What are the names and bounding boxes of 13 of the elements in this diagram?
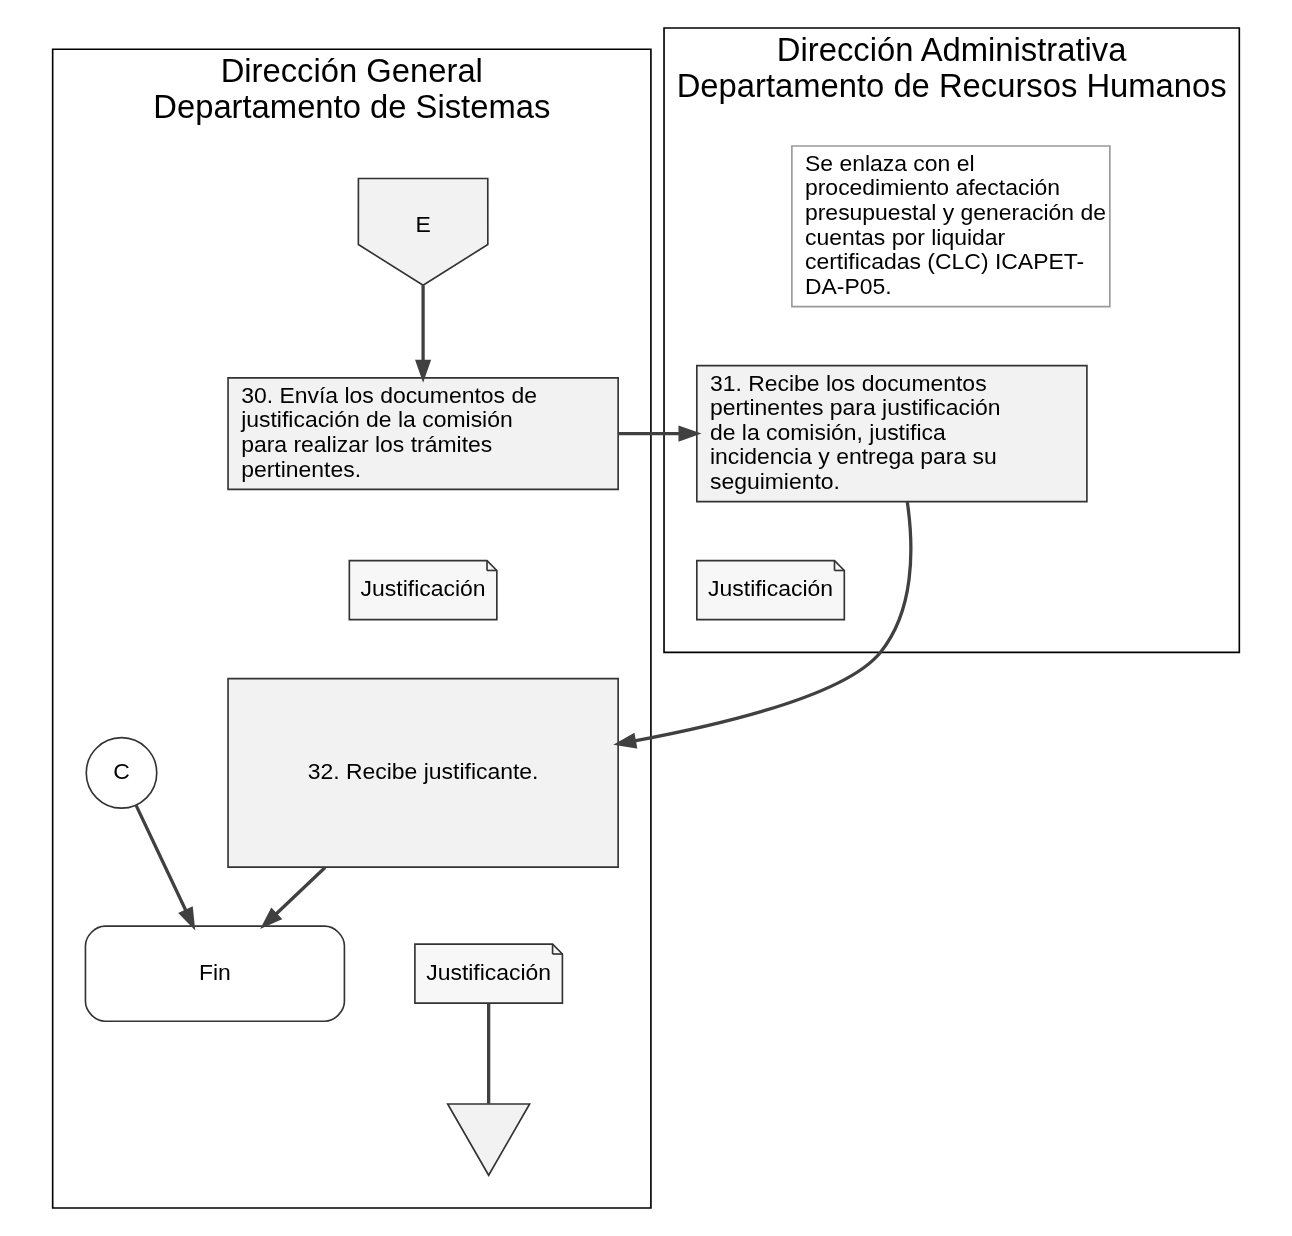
node-box: 30. Envía los documentos de justificación de la comisión para realizar los trámites pertinentes. — [227, 377, 619, 491]
arrow — [613, 501, 913, 749]
arrow — [134, 804, 196, 931]
connector — [487, 1003, 491, 1104]
node-box: Fin — [84, 925, 346, 1023]
arrow — [260, 866, 327, 930]
arrow — [618, 425, 702, 442]
node-circle: C — [85, 736, 158, 809]
node-triangle — [446, 1103, 532, 1177]
node-box: 31. Recibe los documentos pertinentes para justificación de la comisión, justifica incidencia y entrega para su seguimiento. — [696, 364, 1088, 503]
arrow — [415, 285, 432, 383]
node-box: 32. Recibe justificante. — [227, 677, 619, 868]
node-box: Se enlaza con el procedimiento afectación presupuestal y generación de cuentas por liquidar certificadas (CLC) ICAPET-DA-P05. — [791, 145, 1111, 308]
